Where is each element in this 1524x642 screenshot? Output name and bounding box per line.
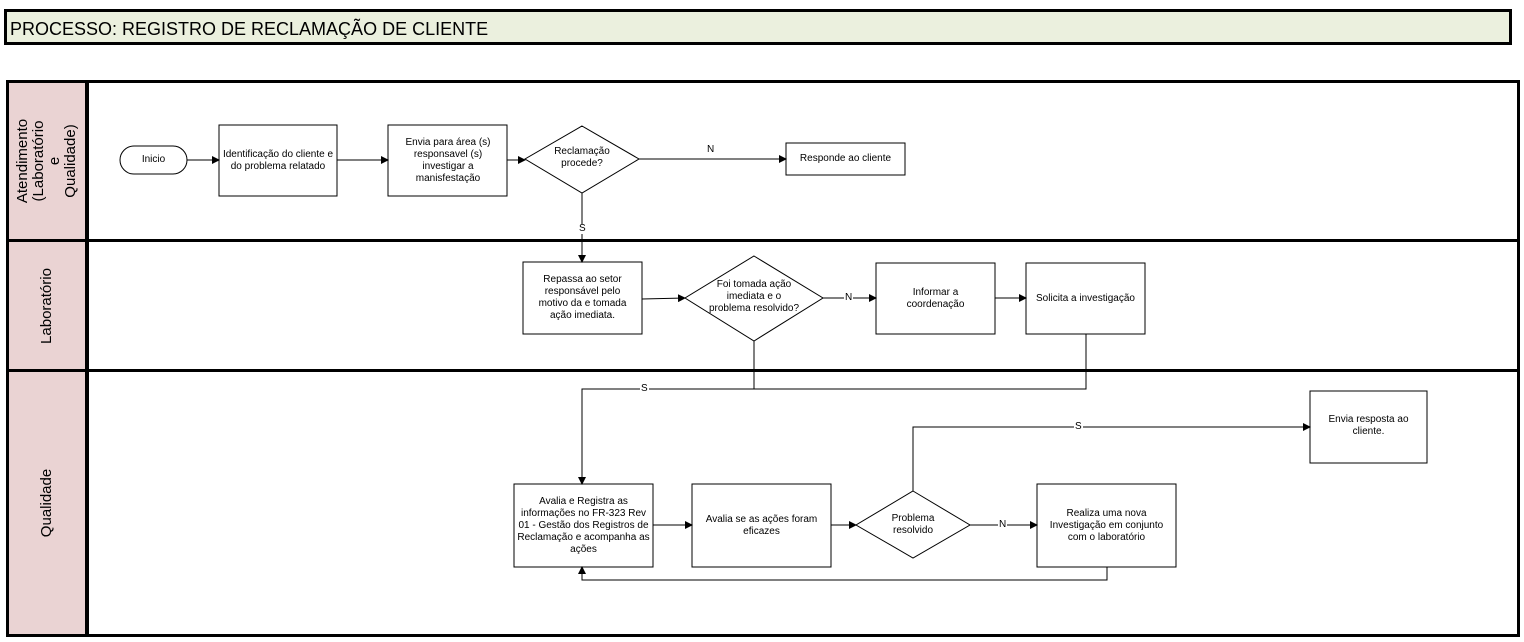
avalia-registra-label: Avalia e Registra as informações no FR-3… — [517, 495, 650, 555]
envia-area-box: Envia para área (s) responsavel (s) inve… — [396, 125, 500, 196]
repassa-setor-box: Repassa ao setor responsável pelo motivo… — [530, 262, 635, 334]
avalia-acoes-box-shape — [691, 483, 832, 568]
responde-cliente-box: Responde ao cliente — [786, 143, 905, 175]
avalia-acoes-box: Avalia se as ações foram eficazes — [700, 484, 823, 567]
edge-solicita-avalia — [754, 334, 1087, 390]
problema-decision: Problema resolvido — [878, 508, 948, 542]
informar-coordenacao-box: Informar a coordenação — [876, 263, 995, 334]
solicita-investigacao-box-shape — [1025, 262, 1146, 335]
avalia-registra-box: Avalia e Registra as informações no FR-3… — [516, 484, 651, 567]
edge-label-procede-sim: S — [578, 223, 587, 234]
repassa-setor-box-shape — [522, 261, 643, 335]
edge-label-resolvido-nao: N — [998, 519, 1008, 530]
envia-resposta-box: Envia resposta ao cliente. — [1318, 391, 1419, 463]
process-title-bar: PROCESSO: REGISTRO DE RECLAMAÇÃO DE CLIE… — [4, 9, 1512, 45]
edge-realiza-avalia — [578, 566, 1108, 581]
envia-resposta-label: Envia resposta ao cliente. — [1328, 414, 1409, 437]
foi-tomada-label: Foi tomada ação imediata e o problema re… — [708, 279, 800, 314]
realiza-investigacao-box: Realiza uma nova Investigação em conjunt… — [1042, 484, 1171, 567]
reclamacao-label: Reclamação procede? — [554, 146, 610, 169]
envia-area-label: Envia para área (s) responsavel (s) inve… — [405, 136, 491, 184]
solicita-investigacao-label: Solicita a investigação — [1036, 292, 1135, 304]
informar-coordenacao-label: Informar a coordenação — [906, 286, 965, 310]
start-terminator: Inicio — [120, 146, 187, 174]
identificacao-box-shape — [218, 124, 338, 197]
solicita-investigacao-box: Solicita a investigação — [1026, 263, 1145, 334]
edge-problema-envia-resposta — [912, 423, 1311, 491]
realiza-investigacao-label: Realiza uma nova Investigação em conjunt… — [1049, 507, 1164, 543]
reclamacao-decision: Reclamação procede? — [546, 140, 618, 176]
responde-cliente-label: Responde ao cliente — [799, 153, 892, 164]
responde-cliente-box-shape — [785, 142, 906, 176]
edge-foitomada-avalia — [578, 341, 755, 485]
problema-decision-shape — [855, 490, 971, 559]
identificacao-box: Identificação do cliente e do problema r… — [221, 125, 335, 196]
edge-label-resolvido-sim: S — [1074, 421, 1083, 432]
repassa-setor-label: Repassa ao setor responsável pelo motivo… — [538, 274, 627, 321]
problema-label: Problema resolvido — [891, 513, 935, 536]
avalia-acoes-label: Avalia se as ações foram eficazes — [705, 513, 818, 537]
identificacao-label: Identificação do cliente e do problema r… — [222, 148, 334, 172]
foi-tomada-decision: Foi tomada ação imediata e o problema re… — [706, 277, 802, 317]
start-label: Inicio — [141, 154, 166, 165]
informar-coordenacao-box-shape — [875, 262, 996, 335]
edge-label-procede-nao: N — [706, 144, 716, 155]
envia-resposta-box-shape — [1309, 390, 1428, 464]
page-title: PROCESSO: REGISTRO DE RECLAMAÇÃO DE CLIE… — [10, 19, 489, 39]
realiza-investigacao-box-shape — [1036, 483, 1177, 568]
edge-label-acao-sim: S — [640, 383, 649, 394]
edge-repassa-foitomada — [641, 294, 686, 303]
edge-label-acao-nao: N — [844, 292, 854, 303]
envia-area-box-shape — [387, 124, 508, 197]
avalia-registra-box-shape — [513, 483, 654, 568]
